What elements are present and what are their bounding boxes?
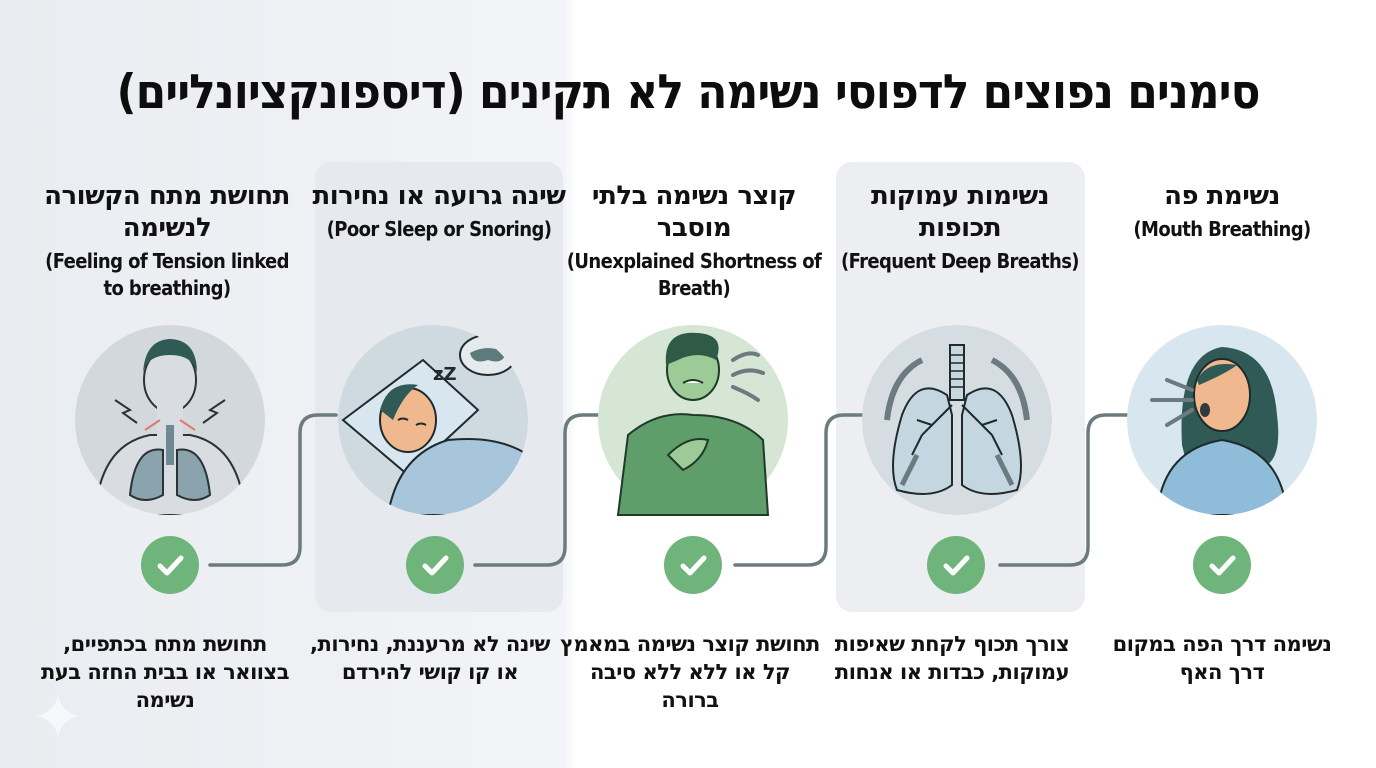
symptom-heading-he: תחושת מתח הקשורה לנשימה [44, 181, 290, 243]
deep-breaths-illustration [862, 325, 1052, 515]
symptom-heading-en: (Unexplained Shortness of Breath) [566, 249, 822, 300]
check-icon [927, 536, 985, 594]
poor-sleep-illustration: zZ [338, 325, 528, 515]
symptom-heading-he: נשימות עמוקות תכופות [870, 181, 1050, 243]
tension-illustration [75, 325, 265, 515]
check-icon [664, 536, 722, 594]
symptom-column-tension: תחושת מתח הקשורה לנשימה (Feeling of Tens… [37, 180, 297, 302]
check-icon [1193, 536, 1251, 594]
symptom-heading-en: (Mouth Breathing) [1133, 217, 1311, 241]
check-icon [406, 536, 464, 594]
symptom-heading-en: (Feeling of Tension linked to breathing) [45, 249, 289, 300]
symptom-column-poor-sleep: שינה גרועה או נחירות (Poor Sleep or Snor… [309, 180, 569, 243]
symptom-heading-he: נשימת פה [1164, 181, 1280, 211]
symptom-description: תחושת קוצר נשימה במאמץ קל או ללא ללא סיב… [560, 632, 820, 712]
check-icon [141, 536, 199, 594]
sparkle-icon [36, 694, 80, 738]
symptom-column-shortness-of-breath: קוצר נשימה בלתי מוסבר (Unexplained Short… [564, 180, 824, 302]
mouth-breathing-illustration [1127, 325, 1317, 515]
symptom-heading-en: (Frequent Deep Breaths) [841, 249, 1079, 273]
symptom-description: תחושת מתח בכתפיים, בצוואר או בבית החזה ב… [40, 632, 290, 712]
symptom-description: שינה לא מרעננת, נחירות, או קו קושי להירד… [310, 632, 550, 684]
symptom-description: נשימה דרך הפה במקום דרך האף [1112, 632, 1332, 684]
svg-text:zZ: zZ [433, 364, 457, 385]
symptom-column-mouth-breathing: נשימת פה (Mouth Breathing) [1092, 180, 1352, 243]
shortness-of-breath-illustration [598, 325, 788, 516]
page-title: סימנים נפוצים לדפוסי נשימה לא תקינים (די… [116, 64, 1261, 120]
symptom-description: צורך תכוף לקחת שאיפות עמוקות, כבדות או א… [834, 632, 1070, 684]
symptom-column-deep-breaths: נשימות עמוקות תכופות (Frequent Deep Brea… [830, 180, 1090, 275]
symptom-heading-he: קוצר נשימה בלתי מוסבר [591, 181, 797, 243]
symptom-heading-en: (Poor Sleep or Snoring) [326, 217, 552, 241]
symptom-heading-he: שינה גרועה או נחירות [312, 181, 566, 211]
